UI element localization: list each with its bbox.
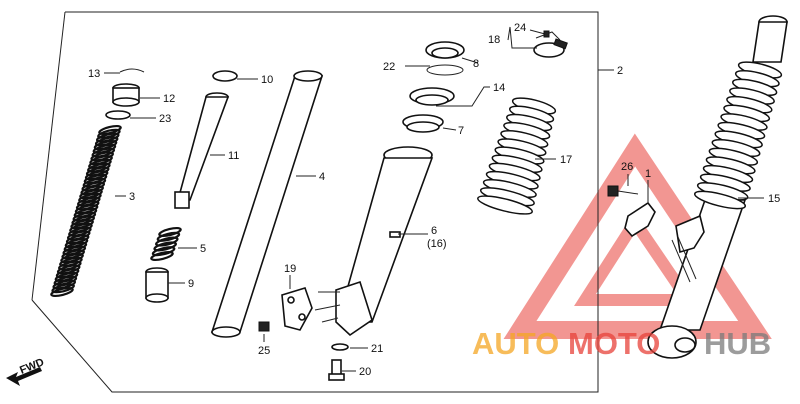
label-1: 1 [645,168,651,180]
label-14: 14 [493,82,505,94]
label-17: 17 [560,154,572,166]
watermark-moto: MOTO [568,326,660,361]
label-6-alt: (16) [427,238,447,250]
label-9: 9 [188,278,194,290]
label-8: 8 [473,58,479,70]
label-25: 25 [258,345,270,357]
label-13: 13 [88,68,100,80]
label-5: 5 [200,243,206,255]
part-3-spring [50,124,122,298]
label-18: 18 [488,34,500,46]
part-11-damper-rod [174,92,230,209]
part-18-cap-assembly [533,31,568,58]
label-21: 21 [371,343,383,355]
part-6-outer-slider [314,146,434,337]
label-11: 11 [228,150,239,162]
part-26-bolt [607,185,639,197]
part-17-fork-boot [477,97,557,215]
part-1-reflector-bracket [624,201,656,238]
label-10: 10 [261,74,273,86]
part-9-piece [145,267,169,303]
part-5-rebound-spring [150,226,182,262]
label-4: 4 [319,171,325,183]
label-23: 23 [159,113,171,125]
fwd-arrow [6,367,42,386]
part-19-bracket [281,287,313,331]
label-15: 15 [768,193,780,205]
label-19: 19 [284,263,296,275]
part-22-clip [426,64,464,76]
part-8-dust-seal [425,41,465,59]
part-24-screw [529,29,550,38]
part-7-bushing [402,114,444,133]
label-3: 3 [129,191,135,203]
part-23-oring [105,110,131,120]
part-12-cap [112,83,140,107]
part-4-inner-tube [210,70,324,338]
part-25-nut [258,321,270,332]
part-14-oil-seal [409,87,455,106]
label-2: 2 [617,65,623,77]
label-12: 12 [163,93,175,105]
part-labels: 13 12 23 3 10 11 5 9 4 19 25 21 20 6 (16… [88,22,780,378]
watermark-text: AUTO MOTO HUB [472,326,771,361]
watermark-auto: AUTO [472,326,559,361]
watermark-hub: HUB [704,326,771,361]
part-13-clip [119,68,145,73]
label-7: 7 [458,125,464,137]
label-6: 6 [431,225,437,237]
label-24: 24 [514,22,526,34]
label-26: 26 [621,161,633,173]
label-20: 20 [359,366,371,378]
frame-outline [31,11,599,393]
part-10-ring [212,70,238,82]
leader-lines [104,26,764,372]
part-20-bolt [328,359,345,381]
label-22: 22 [383,61,395,73]
part-15-fork-assembly [647,15,788,359]
part-21-washer [331,343,349,351]
